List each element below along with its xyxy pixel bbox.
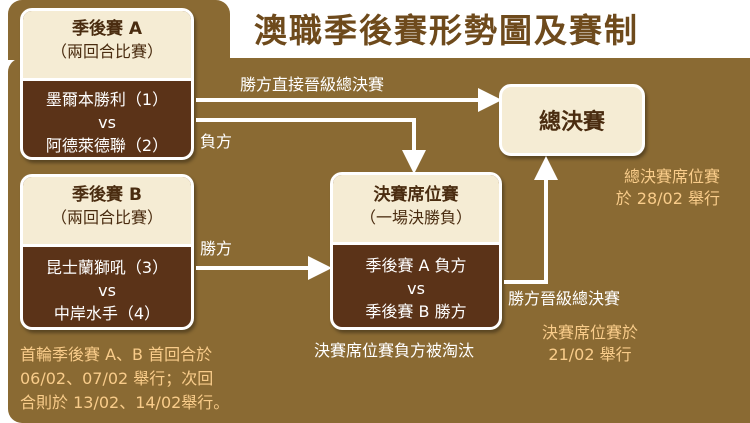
note-first-round-line1: 首輪季後賽 A、B 首回合於 <box>20 345 213 364</box>
note-final-date-line1: 總決賽席位賽 <box>623 167 720 186</box>
prelim-final-box: 決賽席位賽 （一場決勝負） 季後賽 A 負方 vs 季後賽 B 勝方 <box>330 172 502 330</box>
note-first-round-line2: 06/02、07/02 舉行；次回 <box>20 369 214 388</box>
label-sf-loser: 決賽席位賽負方被淘汰 <box>314 341 475 360</box>
prelim-final-heading: 決賽席位賽 <box>373 185 459 205</box>
playoff-b-header: 季後賽 B （兩回合比賽） <box>23 177 191 247</box>
grand-final-box: 總決賽 <box>499 84 645 156</box>
note-sf-date-line1: 決賽席位賽於 <box>541 323 638 342</box>
note-final-date: 總決賽席位賽 於 28/02 舉行 <box>560 166 720 210</box>
playoff-b-box: 季後賽 B （兩回合比賽） 昆士蘭獅吼（3） vs 中岸水手（4） <box>20 174 194 330</box>
playoff-a-format: （兩回合比賽） <box>50 42 163 61</box>
arrow-a-loser-to-prelim <box>196 118 426 174</box>
playoff-a-box: 季後賽 A （兩回合比賽） 墨爾本勝利（1） vs 阿德萊德聯（2） <box>20 8 194 160</box>
label-a-loser: 負方 <box>200 132 233 151</box>
playoff-b-heading: 季後賽 B <box>72 185 142 205</box>
prelim-final-header: 決賽席位賽 （一場決勝負） <box>333 175 499 245</box>
playoff-b-format: （兩回合比賽） <box>50 208 163 227</box>
prelim-final-format: （一場決勝負） <box>359 208 472 227</box>
label-a-winner: 勝方直接晉級總決賽 <box>240 75 385 94</box>
arrow-prelim-to-final <box>504 156 558 284</box>
prelim-final-matchup: 季後賽 A 負方 vs 季後賽 B 勝方 <box>333 245 499 323</box>
label-b-winner: 勝方 <box>200 239 233 258</box>
playoff-b-team1: 昆士蘭獅吼（3） <box>45 258 169 277</box>
playoff-a-header: 季後賽 A （兩回合比賽） <box>23 11 191 81</box>
note-sf-date-line2: 21/02 舉行 <box>548 345 632 364</box>
diagram-title: 澳職季後賽形勢圖及賽制 <box>254 11 639 50</box>
playoff-a-vs: vs <box>98 113 116 132</box>
grand-final-heading: 總決賽 <box>538 110 605 135</box>
note-final-date-line2: 於 28/02 舉行 <box>615 189 720 208</box>
prelim-final-vs: vs <box>407 279 425 298</box>
playoff-a-team2: 阿德萊德聯（2） <box>45 136 169 155</box>
prelim-final-line2: 季後賽 B 勝方 <box>365 302 467 321</box>
note-first-round: 首輪季後賽 A、B 首回合於 06/02、07/02 舉行；次回 合則於 13/… <box>20 343 229 415</box>
prelim-final-line1: 季後賽 A 負方 <box>365 256 467 275</box>
label-sf-winner: 勝方晉級總決賽 <box>508 289 621 308</box>
playoff-b-team2: 中岸水手（4） <box>53 304 161 323</box>
playoff-b-matchup: 昆士蘭獅吼（3） vs 中岸水手（4） <box>23 247 191 325</box>
playoff-a-team1: 墨爾本勝利（1） <box>45 90 169 109</box>
playoff-a-heading: 季後賽 A <box>71 19 143 39</box>
note-sf-date: 決賽席位賽於 21/02 舉行 <box>520 322 660 366</box>
note-first-round-line3: 合則於 13/02、14/02舉行。 <box>20 393 230 412</box>
playoff-b-vs: vs <box>98 281 116 300</box>
playoff-a-matchup: 墨爾本勝利（1） vs 阿德萊德聯（2） <box>23 81 191 157</box>
